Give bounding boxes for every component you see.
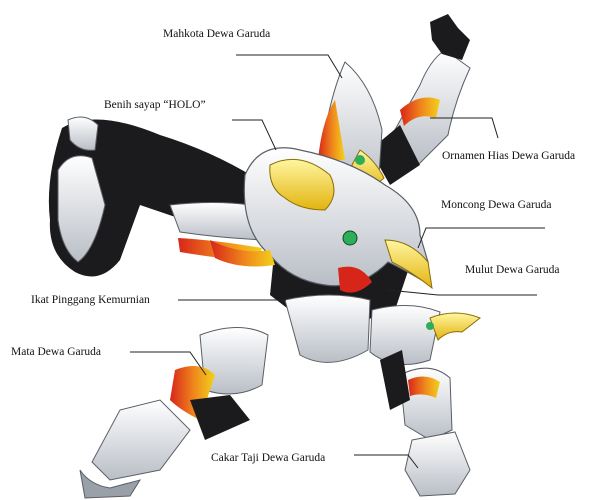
label-mata: Mata Dewa Garuda [11,345,101,359]
leader-line-benih [232,120,276,150]
label-mulut: Mulut Dewa Garuda [465,263,560,277]
label-benih: Benih sayap “HOLO” [104,98,206,112]
label-mahkota: Mahkota Dewa Garuda [163,27,270,41]
left-leg [80,328,268,499]
right-leg [380,350,470,496]
leader-line-moncong [418,228,545,248]
label-moncong: Moncong Dewa Garuda [441,198,552,212]
leader-line-mahkota [236,55,342,78]
label-ikat: Ikat Pinggang Kemurnian [31,293,150,307]
label-cakar: Cakar Taji Dewa Garuda [211,451,325,465]
label-ornamen: Ornamen Hias Dewa Garuda [442,149,575,163]
leader-line-mulut [388,290,537,295]
